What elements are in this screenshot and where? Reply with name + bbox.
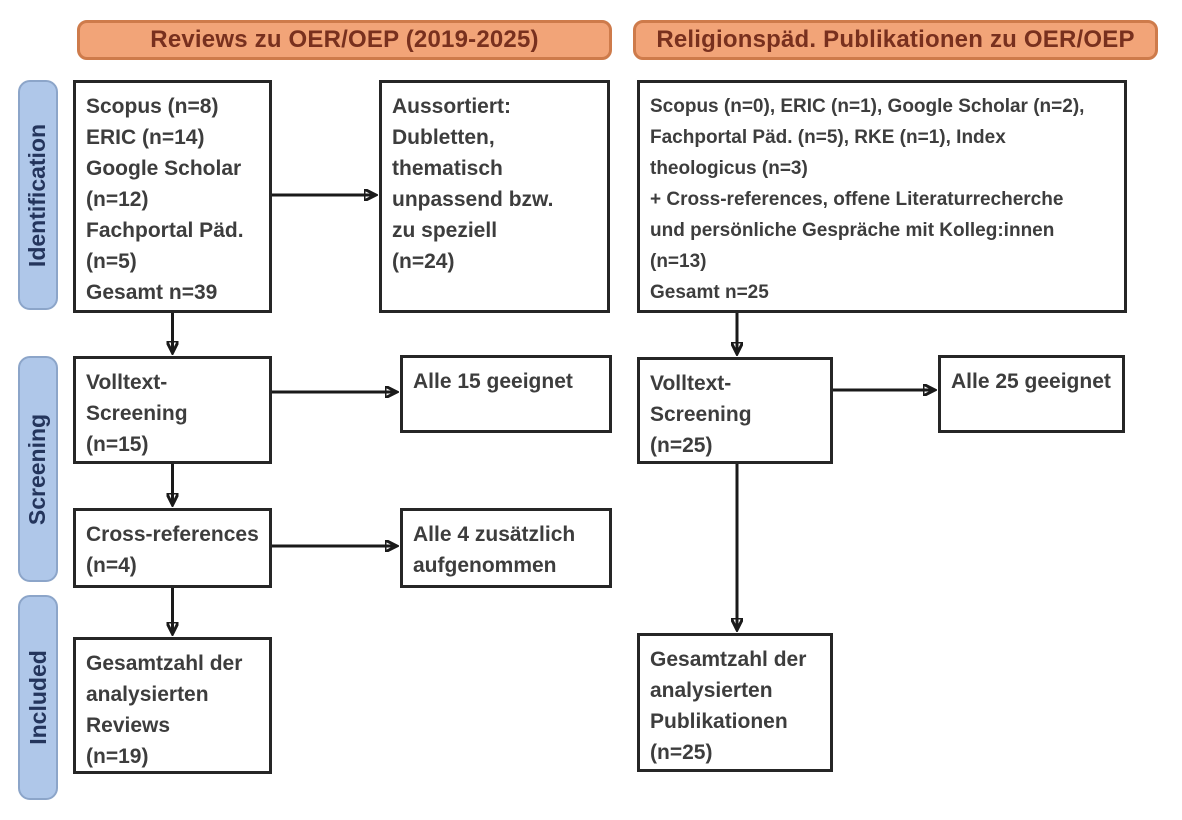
stage-label-included-text: Included (24, 650, 51, 745)
stage-label-screening: Screening (18, 356, 58, 582)
column-header-religionspaed-label: Religionspäd. Publikationen zu OER/OEP (656, 26, 1135, 53)
column-header-reviews: Reviews zu OER/OEP (2019-2025) (77, 20, 612, 60)
stage-label-identification: Identification (18, 80, 58, 310)
stage-label-included: Included (18, 595, 58, 800)
box-left-cross-references: Cross-references (n=4) (73, 508, 272, 588)
stage-label-identification-text: Identification (24, 123, 51, 267)
box-left-cross-references-result: Alle 4 zusätzlich aufgenommen (400, 508, 612, 588)
column-header-reviews-label: Reviews zu OER/OEP (2019-2025) (150, 26, 539, 53)
stage-label-screening-text: Screening (24, 413, 51, 525)
box-right-fulltext-result: Alle 25 geeignet (938, 355, 1125, 433)
box-right-fulltext-screening: Volltext- Screening (n=25) (637, 357, 833, 464)
box-left-excluded: Aussortiert: Dubletten, thematisch unpas… (379, 80, 610, 313)
box-right-included-total: Gesamtzahl der analysierten Publikatione… (637, 633, 833, 772)
column-header-religionspaed: Religionspäd. Publikationen zu OER/OEP (633, 20, 1158, 60)
box-right-sources: Scopus (n=0), ERIC (n=1), Google Scholar… (637, 80, 1127, 313)
box-left-sources: Scopus (n=8) ERIC (n=14) Google Scholar … (73, 80, 272, 313)
box-left-fulltext-result: Alle 15 geeignet (400, 355, 612, 433)
box-left-included-total: Gesamtzahl der analysierten Reviews (n=1… (73, 637, 272, 774)
box-left-fulltext-screening: Volltext- Screening (n=15) (73, 356, 272, 464)
